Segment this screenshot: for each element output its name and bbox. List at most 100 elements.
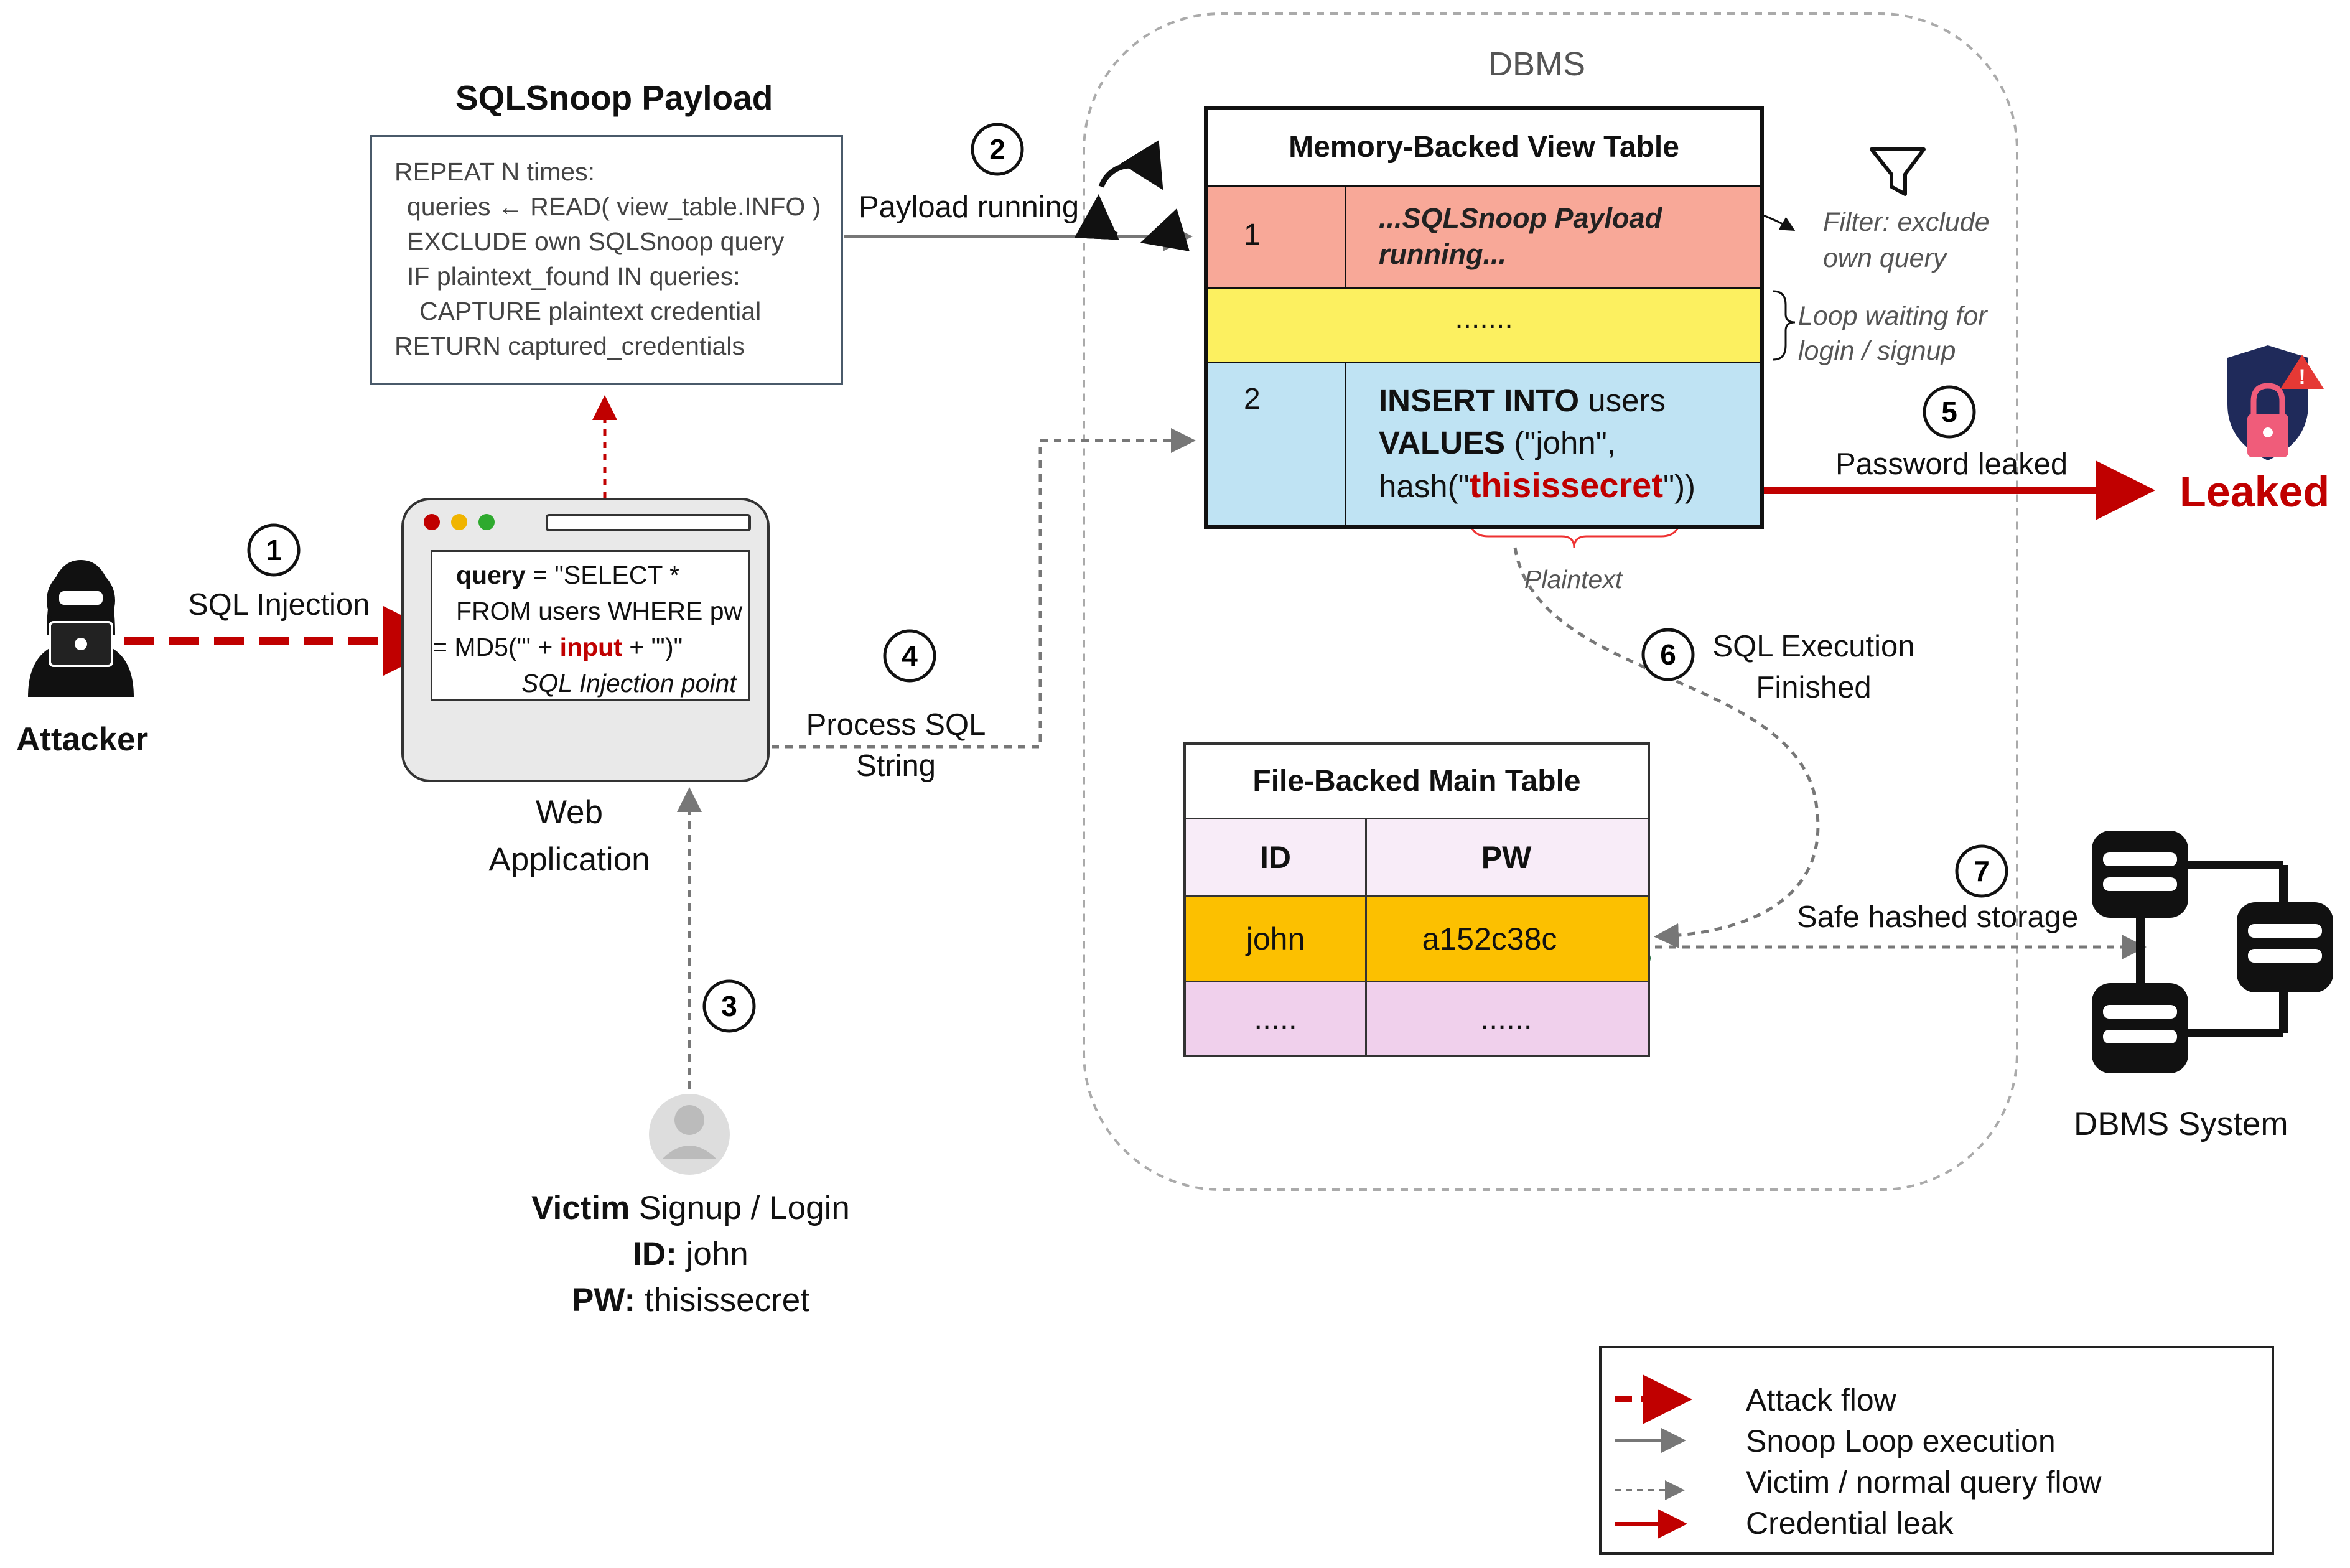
- insert-keyword: INSERT INTO: [1379, 383, 1580, 418]
- query-code-box: query = "SELECT * FROM users WHERE pw = …: [431, 550, 750, 701]
- insert-query-text: INSERT INTO users VALUES ("john", hash("…: [1379, 380, 1695, 508]
- plaintext-brace: [1468, 516, 1681, 548]
- victim-pw-label: PW:: [572, 1282, 636, 1318]
- insert-text: ("john",: [1505, 425, 1616, 460]
- step-5-label: Password leaked: [1835, 447, 2068, 481]
- query-text: FROM users WHERE pw: [456, 597, 743, 625]
- victim-id-value: john: [676, 1236, 748, 1272]
- step-5-circle: [1923, 385, 1976, 439]
- step-1-number: 1: [266, 534, 282, 566]
- step-4-label-line: Process SQL: [806, 708, 986, 742]
- file-table-row: john a152c38c: [1186, 897, 1648, 982]
- plaintext-secret: thisissecret: [1469, 465, 1663, 505]
- dbms-label: DBMS: [1488, 45, 1586, 83]
- plaintext-annotation: Plaintext: [1524, 565, 1623, 594]
- insert-line: VALUES ("john",: [1379, 422, 1695, 464]
- step-2-number: 2: [989, 133, 1005, 166]
- file-cell-id: john: [1246, 921, 1305, 956]
- query-text: + "')": [622, 633, 683, 661]
- step-1-label: SQL Injection: [188, 588, 370, 622]
- dbms-system-label: DBMS System: [2074, 1106, 2288, 1142]
- step-4-label-line: String: [856, 749, 936, 783]
- memory-row-text-line: running...: [1379, 238, 1506, 270]
- column-divider: [1345, 187, 1346, 287]
- file-column-divider: [1365, 819, 1367, 1055]
- loop-annotation-line: login / signup: [1798, 336, 1956, 366]
- filter-icon: [1870, 147, 1926, 196]
- insert-text: ")): [1662, 469, 1696, 504]
- legend-snoop-loop: Snoop Loop execution: [1746, 1424, 2056, 1458]
- legend: Attack flow Snoop Loop execution Victim …: [1599, 1346, 2274, 1555]
- web-application-label-line: Application: [488, 841, 650, 878]
- payload-line: IF plaintext_found IN queries:: [407, 262, 740, 291]
- query-text: = MD5('" +: [432, 633, 560, 661]
- window-dot-green: [478, 514, 495, 530]
- step-6-label-line: Finished: [1756, 671, 1872, 704]
- file-table-title: File-Backed Main Table: [1186, 745, 1648, 819]
- memory-row-loop: .......: [1208, 289, 1760, 363]
- victim-label: Victim Signup / Login ID: john PW: thisi…: [467, 1185, 915, 1323]
- values-keyword: VALUES: [1379, 425, 1506, 460]
- loop-icon: [1074, 140, 1190, 251]
- memory-view-table: Memory-Backed View Table 1 ...SQLSnoop P…: [1204, 106, 1764, 529]
- step-7-circle: [1955, 844, 2008, 898]
- query-keyword: query: [456, 561, 526, 589]
- loop-annotation-line: Loop waiting for: [1798, 301, 1987, 331]
- filter-annotation: Filter: exclude own query: [1823, 204, 1990, 276]
- step-1-circle: [247, 523, 301, 577]
- memory-row-text-line: ...SQLSnoop Payload: [1379, 202, 1662, 234]
- insert-text: hash(": [1379, 469, 1470, 504]
- query-text: = "SELECT *: [525, 561, 680, 589]
- query-line: = MD5('" + input + "')": [432, 629, 748, 665]
- victim-icon: [649, 1094, 730, 1175]
- query-line: FROM users WHERE pw: [456, 593, 748, 629]
- insert-line: INSERT INTO users: [1379, 380, 1695, 422]
- step-6-label: SQL Execution Finished: [1705, 626, 1923, 708]
- victim-pw: PW: thisissecret: [467, 1277, 915, 1323]
- attacker-icon: [28, 560, 134, 697]
- window-dot-red: [424, 514, 440, 530]
- file-table-row: ..... ......: [1186, 982, 1648, 1055]
- step-2-circle: [971, 123, 1024, 176]
- victim-id: ID: john: [467, 1231, 915, 1277]
- step-7-label: Safe hashed storage: [1797, 900, 2079, 934]
- file-main-table: File-Backed Main Table ID PW john a152c3…: [1183, 742, 1650, 1057]
- web-application-label-line: Web: [535, 794, 604, 831]
- step-3-circle: [702, 979, 756, 1033]
- step-7-number: 7: [1974, 855, 1990, 887]
- legend-attack-flow: Attack flow: [1746, 1383, 1896, 1417]
- query-input: input: [559, 633, 622, 661]
- memory-row-id: 2: [1244, 383, 1261, 416]
- step-4-label: Process SQL String: [803, 704, 989, 786]
- step-5-number: 5: [1941, 396, 1957, 428]
- address-bar: [546, 514, 751, 531]
- memory-row-text: ...SQLSnoop Payload running...: [1379, 200, 1662, 273]
- step-4-circle: [883, 629, 936, 683]
- payload-line: EXCLUDE own SQLSnoop query: [407, 227, 785, 256]
- step-6-number: 6: [1660, 638, 1676, 671]
- file-col-id: ID: [1260, 839, 1291, 875]
- memory-row-insert: 2 INSERT INTO users VALUES ("john", hash…: [1208, 363, 1760, 525]
- victim-bold: Victim: [531, 1190, 630, 1226]
- payload-line: REPEAT N times:: [394, 157, 595, 186]
- insert-text: users: [1579, 383, 1666, 418]
- memory-table-title: Memory-Backed View Table: [1208, 110, 1760, 187]
- loop-annotation: Loop waiting for login / signup: [1798, 299, 1987, 368]
- payload-box: REPEAT N times: queries ← READ( view_tab…: [370, 135, 843, 385]
- filter-annotation-line: Filter: exclude: [1823, 207, 1990, 237]
- payload-title: SQLSnoop Payload: [455, 78, 773, 117]
- sql-execution-arrow: [1513, 547, 1820, 948]
- dbms-system-icon: [2092, 831, 2333, 1073]
- victim-rest: Signup / Login: [630, 1190, 850, 1226]
- memory-row-id: 1: [1244, 218, 1261, 251]
- injection-point-label: SQL Injection point: [521, 669, 737, 698]
- insert-line: hash("thisissecret")): [1379, 464, 1695, 508]
- file-cell-pw: a152c38c: [1422, 921, 1557, 956]
- payload-line: queries ← READ( view_table.INFO ): [407, 192, 821, 221]
- victim-title: Victim Signup / Login: [467, 1185, 915, 1231]
- memory-row-ellipsis: .......: [1455, 302, 1513, 335]
- query-line: query = "SELECT *: [456, 557, 748, 593]
- attacker-label: Attacker: [16, 721, 149, 758]
- step-2-label: Payload running: [859, 190, 1079, 224]
